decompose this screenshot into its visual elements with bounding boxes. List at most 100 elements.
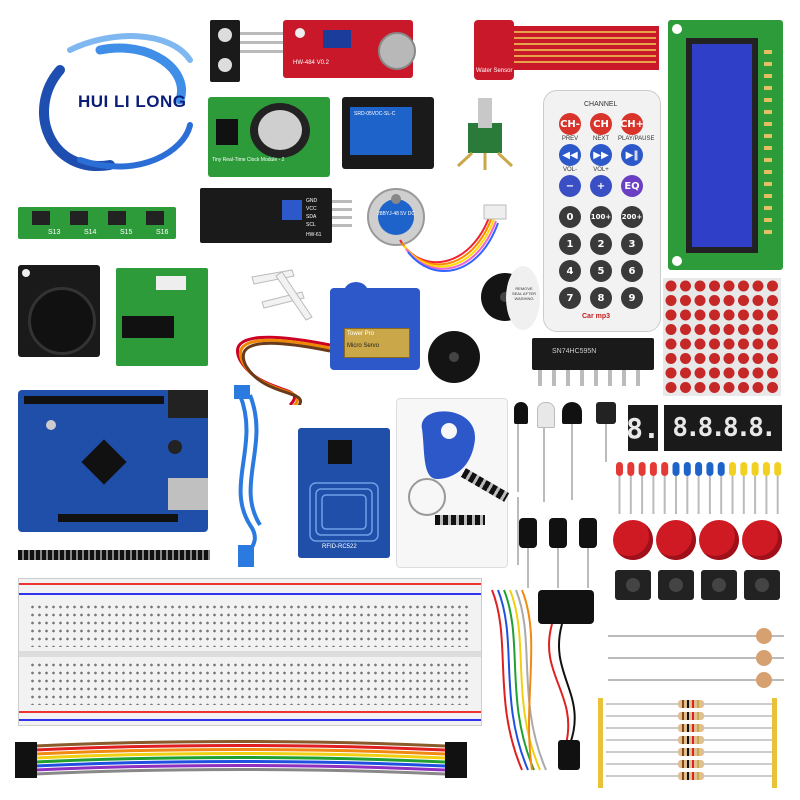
remote-play-button[interactable]: ▶‖ — [621, 144, 643, 166]
led — [627, 462, 635, 514]
servo-model: Micro Servo — [347, 343, 380, 349]
resistor — [606, 772, 774, 780]
resistor — [606, 700, 774, 708]
remote-eq-button[interactable]: EQ — [621, 175, 643, 197]
matrix-led — [723, 309, 735, 321]
led — [695, 462, 703, 514]
remote-3-button[interactable]: 3 — [621, 233, 643, 255]
button-cap-4[interactable] — [742, 520, 782, 560]
remote-2-button[interactable]: 2 — [590, 233, 612, 255]
matrix-led — [709, 309, 720, 321]
matrix-led — [709, 367, 720, 379]
remote-9-button[interactable]: 9 — [621, 287, 643, 309]
capacitor-3 — [579, 518, 597, 588]
sound-sensor-module: HW-484 V0.2 — [283, 20, 416, 78]
i2c-pin-scl: SCL — [306, 222, 316, 228]
led-matrix-8x8 — [663, 278, 781, 396]
matrix-led — [723, 324, 735, 335]
tactile-switch-1[interactable] — [615, 570, 651, 600]
matrix-led — [694, 382, 706, 393]
resistor — [606, 736, 774, 744]
led — [649, 462, 657, 514]
matrix-led — [767, 295, 778, 306]
tactile-switch-2[interactable] — [658, 570, 694, 600]
tactile-switch-3[interactable] — [701, 570, 737, 600]
button-cap-2[interactable] — [656, 520, 696, 560]
prev-icon: ◀◀ — [562, 149, 578, 161]
next-icon: ▶▶ — [593, 149, 609, 161]
remote-vol-plus-label: VOL+ — [593, 167, 609, 173]
remote-7-button[interactable]: 7 — [559, 287, 581, 309]
matrix-led — [680, 382, 691, 393]
matrix-led — [694, 367, 706, 379]
matrix-led — [680, 309, 691, 321]
shift-register-ic: SN74HC595N — [532, 338, 654, 388]
ir-remote: CHANNEL CH- CH CH+ PREV NEXT PLAY/PAUSE … — [543, 90, 661, 332]
servo-motor: Tower Pro Micro Servo — [330, 282, 420, 370]
remote-vol-minus-button[interactable]: − — [559, 175, 581, 197]
remote-100-button[interactable]: 100+ — [590, 206, 612, 228]
remote-vol-plus-button[interactable]: + — [590, 175, 612, 197]
matrix-led — [738, 309, 749, 321]
button-s16-label: S16 — [156, 229, 169, 236]
stepper-label: 28BYJ-48 5V DC — [376, 211, 416, 217]
remote-8-button[interactable]: 8 — [590, 287, 612, 309]
remote-0-button[interactable]: 0 — [559, 206, 581, 228]
led-row — [616, 462, 782, 514]
brand-name: HUI LI LONG — [78, 92, 187, 111]
matrix-led — [767, 382, 778, 393]
relay-module: SRD-05VDC-SL-C — [342, 97, 434, 169]
led — [706, 462, 714, 514]
remote-ch-minus-button[interactable]: CH- — [559, 113, 581, 135]
brand-swoosh-icon — [39, 33, 193, 172]
remote-5-button[interactable]: 5 — [590, 260, 612, 282]
matrix-led — [694, 295, 706, 306]
i2c-module: GND VCC SDA SCL HW-61 — [200, 188, 332, 243]
remote-6-button[interactable]: 6 — [621, 260, 643, 282]
matrix-led — [738, 280, 749, 292]
remote-1-button[interactable]: 1 — [559, 233, 581, 255]
ic-label: SN74HC595N — [552, 348, 597, 355]
matrix-led — [709, 338, 720, 350]
matrix-led — [738, 353, 749, 364]
remote-200-button[interactable]: 200+ — [621, 206, 643, 228]
matrix-led — [665, 353, 677, 364]
i2c-pins — [332, 200, 352, 230]
rfid-label: RFID-RC522 — [322, 544, 357, 550]
remote-next-label: NEXT — [592, 136, 609, 142]
matrix-led — [723, 295, 735, 306]
remote-ch-plus-button[interactable]: CH+ — [620, 113, 644, 135]
matrix-led — [767, 309, 778, 321]
resistor — [606, 760, 774, 768]
led — [762, 462, 770, 514]
remote-prev-button[interactable]: ◀◀ — [559, 144, 581, 166]
uno-board — [18, 390, 208, 532]
matrix-led — [665, 324, 677, 335]
usb-cable — [234, 385, 262, 567]
breadboard — [18, 578, 482, 726]
matrix-led — [738, 367, 749, 379]
matrix-led — [752, 309, 764, 321]
i2c-label: HW-61 — [306, 232, 322, 238]
matrix-led — [767, 280, 778, 292]
button-cap-1[interactable] — [613, 520, 653, 560]
resistor — [606, 712, 774, 720]
sound-sensor-pins — [240, 28, 283, 58]
remote-logo: Car mp3 — [582, 313, 611, 320]
remote-next-button[interactable]: ▶▶ — [590, 144, 612, 166]
brand-logo: HUI LI LONG — [20, 30, 200, 180]
matrix-led — [752, 353, 764, 364]
remote-4-button[interactable]: 4 — [559, 260, 581, 282]
button-s13-label: S13 — [48, 229, 61, 236]
photoresistor-1 — [608, 628, 784, 644]
matrix-led — [709, 353, 720, 364]
rtc-label: Tiny Real-Time Clock Module - 2 — [212, 157, 285, 163]
matrix-led — [665, 295, 677, 306]
led — [740, 462, 748, 514]
servo-cable — [236, 335, 331, 405]
remote-ch-button[interactable]: CH — [590, 113, 612, 135]
tactile-switch-4[interactable] — [744, 570, 780, 600]
led-black — [514, 402, 528, 565]
button-cap-3[interactable] — [699, 520, 739, 560]
rfid-reader: RFID-RC522 — [298, 428, 390, 558]
